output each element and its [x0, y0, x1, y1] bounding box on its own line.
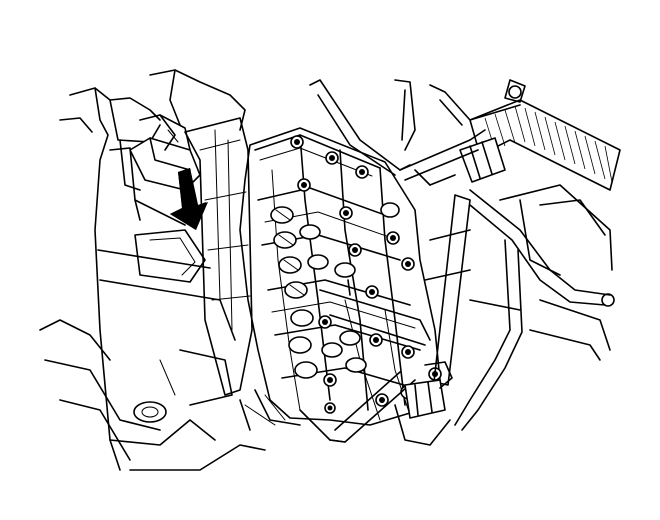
top-tubes: [309, 79, 521, 186]
bolt-icon: [375, 393, 389, 407]
bolt-icon: [348, 243, 362, 257]
oil-pan-frame: [424, 184, 613, 361]
cooler-line-loop: [454, 189, 615, 431]
bolt-icon: [325, 151, 339, 165]
bolt-icon: [401, 257, 415, 271]
valve-body-bolts: [290, 135, 442, 414]
bolt-icon: [290, 135, 304, 149]
bolt-icon: [318, 315, 332, 329]
bolt-icon: [339, 206, 353, 220]
bolt-icon: [355, 165, 369, 179]
bolt-icon: [324, 402, 336, 414]
bolt-icon: [365, 285, 379, 299]
spool-bores: [270, 202, 420, 400]
bolt-icon: [386, 231, 400, 245]
support-rod: [329, 194, 471, 443]
down-arrow-icon: [170, 168, 208, 230]
bolt-icon: [401, 345, 415, 359]
bolt-icon: [323, 373, 337, 387]
bolt-icon: [369, 333, 383, 347]
lower-fittings: [239, 361, 453, 446]
bolt-icon: [297, 178, 311, 192]
cooler-hose: [459, 79, 621, 191]
transmission-housing: [39, 69, 266, 471]
